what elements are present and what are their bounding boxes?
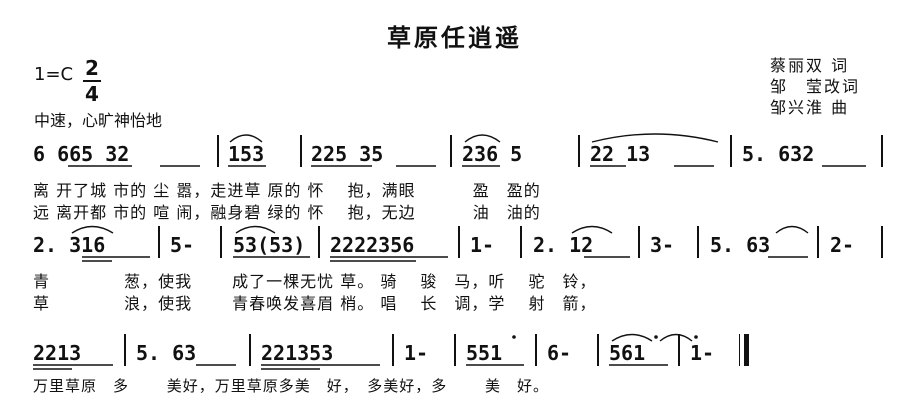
slur [71,225,114,234]
measure-2-2: 5- [170,233,195,257]
measure-3-7: 561 [609,341,646,365]
slur [229,134,263,143]
lyric-row-2-verse-1: 青 葱，使我 成了一棵无忧 草。 骑 骏 马，听 驼 铃， [33,272,597,291]
barline [678,334,680,366]
measure-2-6: 2. 12 [533,233,594,257]
key-signature: 1=C [34,64,74,85]
measure-1-4: 236 5 [462,142,523,166]
lyric-row-1-verse-2: 远 离开都 市的 喧 闹，融身碧 绿的 怀 抱，无边 油 油的 [33,203,541,222]
lyric-row-1-verse-1: 离 开了城 市的 尘 嚣，走进草 原的 怀 抱，满眼 盈 盈的 [33,181,541,200]
measure-3-5: 551 [466,341,503,365]
slur [464,134,501,143]
barline [881,135,883,167]
barline [535,334,537,366]
measure-2-5: 1- [470,233,495,257]
octave-dot [654,335,658,339]
lyric-row-3: 万里草原 多 美好，万里草原多美 好， 多美好，多 美 好。 [33,377,550,395]
barline [454,334,456,366]
measure-3-3: 221353 [261,341,334,365]
lyricist-credit: 蔡丽双 词 [770,56,850,75]
barline [217,135,219,167]
barline [318,226,320,258]
measure-2-3: 53(53) [233,233,306,257]
revising-lyricist-credit: 邹 莹改词 [770,77,861,96]
measure-1-6: 5. 632 [742,142,815,166]
measure-2-4: 2222356 [330,233,415,257]
time-signature-line [83,80,101,82]
slur [571,225,613,234]
measure-1-3: 225 35 [311,142,384,166]
barline [520,226,522,258]
slur [775,225,809,234]
barline [300,135,302,167]
final-barline-thin [739,334,740,366]
barline [158,226,160,258]
barline [220,226,222,258]
barline [817,226,819,258]
song-title: 草原任逍遥 [387,24,522,52]
measure-3-6: 6- [547,341,572,365]
time-signature-denominator: 4 [85,82,99,106]
measure-3-1: 2213 [33,341,82,365]
octave-dot [694,335,698,339]
measure-1-1: 6 665 32 [33,142,130,166]
barline [392,334,394,366]
barline [881,226,883,258]
slur [235,225,276,234]
composer-credit: 邹兴淮 曲 [770,98,850,117]
octave-dot [512,335,516,339]
slur [591,133,719,143]
measure-1-5: 22 13 [590,142,651,166]
barline [730,135,732,167]
barline [124,334,126,366]
slur [611,333,653,342]
barline [638,226,640,258]
slur [659,333,693,342]
barline [597,334,599,366]
measure-3-8: 1- [690,341,715,365]
measure-3-2: 5. 63 [136,341,197,365]
final-barline-thick [744,334,749,366]
barline [697,226,699,258]
measure-2-8: 5. 63 [710,233,771,257]
barline [450,135,452,167]
lyric-row-2-verse-2: 草 浪，使我 青春唤发喜眉 梢。 唱 长 调，学 射 箭， [33,294,597,313]
tempo-marking: 中速，心旷神怡地 [34,111,163,130]
measure-1-2: 153 [228,142,265,166]
barline [578,135,580,167]
measure-2-9: 2- [830,233,855,257]
barline [458,226,460,258]
measure-2-1: 2. 316 [33,233,106,257]
measure-2-7: 3- [650,233,675,257]
measure-3-4: 1- [404,341,429,365]
barline [249,334,251,366]
time-signature-numerator: 2 [85,56,99,80]
